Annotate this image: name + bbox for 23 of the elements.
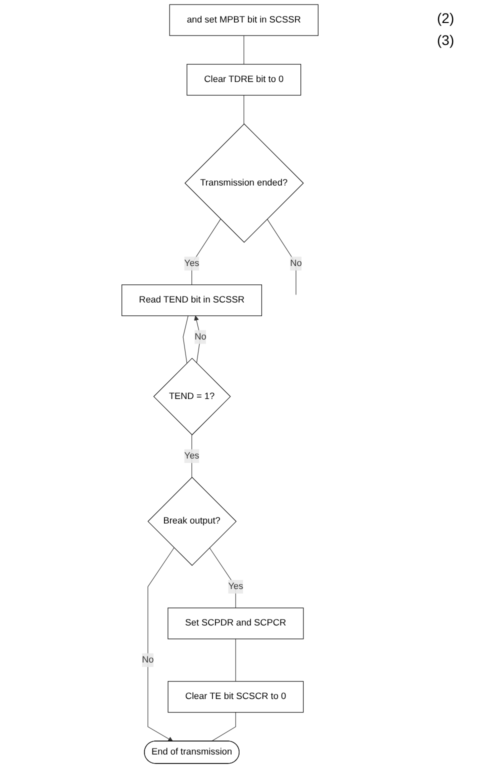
node-box: Clear TDRE bit to 0: [186, 64, 302, 96]
edge-label: No: [194, 332, 206, 342]
callout-number: (3): [437, 32, 456, 48]
node-box: Set SCPDR and SCPCR: [168, 608, 304, 640]
arrow: [148, 547, 174, 742]
edge-label: Yes: [228, 582, 244, 592]
node-diamond: Transmission ended?: [184, 124, 304, 243]
edge-label: No: [142, 654, 154, 665]
connector: [182, 315, 188, 364]
callout-number: (2): [437, 10, 456, 26]
edge-label: No: [290, 258, 302, 268]
connector: [211, 712, 236, 742]
node-box: and set MPBT bit in SCSSR: [169, 4, 318, 36]
edge-label: Yes: [184, 450, 200, 461]
connector: [209, 547, 236, 608]
node-box: Clear TE bit SCSCR to 0: [168, 681, 304, 713]
node-diamond: Break output?: [148, 476, 237, 566]
connector: [235, 638, 236, 682]
edge-label: Yes: [184, 258, 200, 268]
connector: [192, 218, 221, 286]
connector: [266, 218, 296, 295]
node-diamond: TEND = 1?: [153, 358, 231, 436]
node-box: Read TEND bit in SCSSR: [122, 284, 262, 316]
